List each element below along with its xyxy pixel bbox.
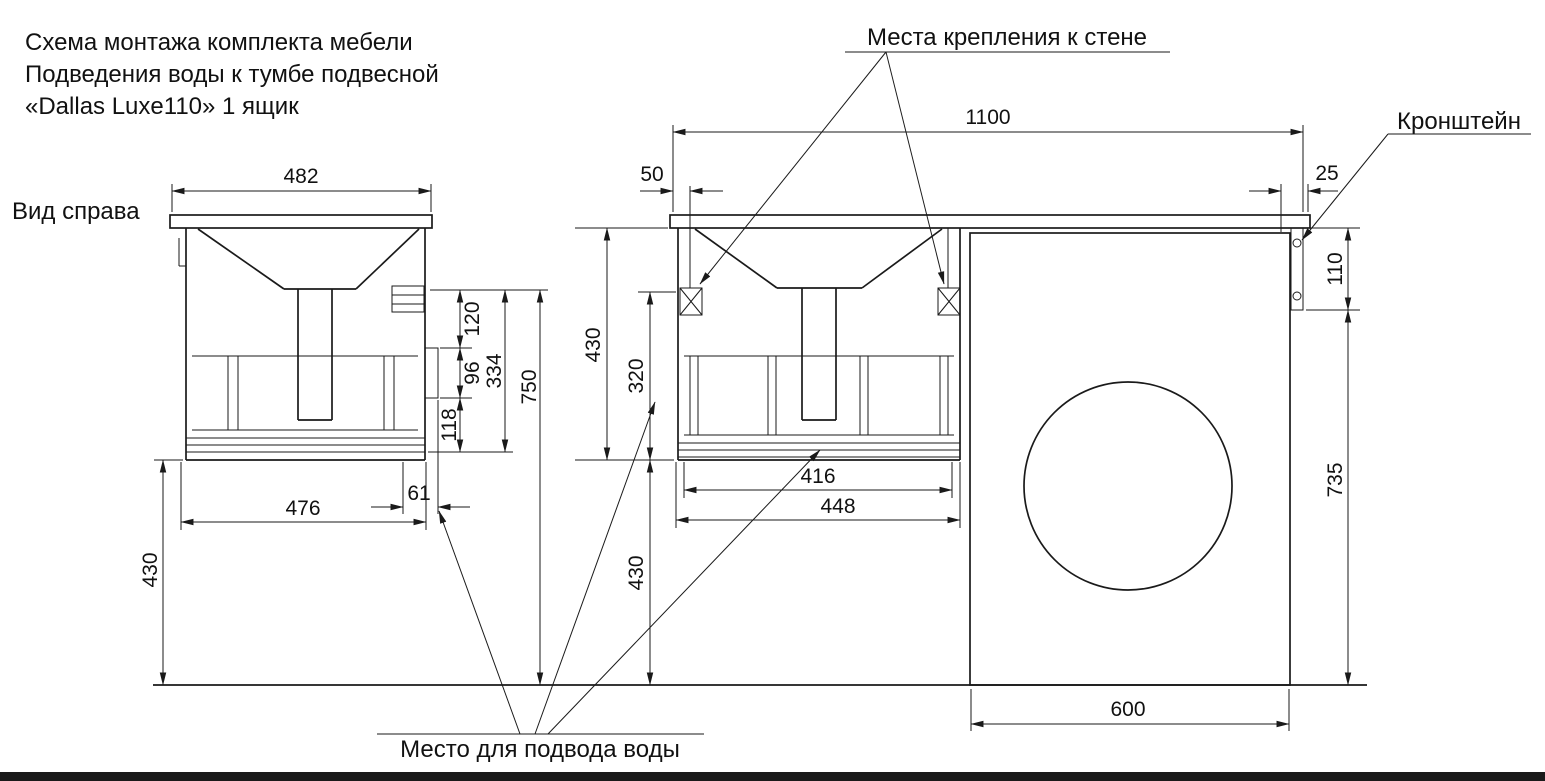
dim-110: 110 [1324,252,1347,285]
dim-96: 96 [461,361,484,384]
countertop-wall-bracket [1290,227,1304,311]
dim-735: 735 [1324,462,1347,497]
callout-wall-mounts: Места крепления к стене [699,24,1170,285]
side-drawer [186,355,425,453]
dim-482: 482 [283,165,318,188]
dim-750: 750 [518,369,541,404]
dim-600: 600 [1110,698,1145,721]
wall-mount-bracket-left [679,228,703,316]
dim-430-side: 430 [139,552,162,587]
dim-320: 320 [625,358,648,393]
side-view-drawing: Вид справа [12,198,439,461]
wall-mounts-label: Места крепления к стене [867,24,1147,51]
side-mounting-bracket [391,285,425,313]
side-cabinet [178,228,426,461]
dim-430-front-bottom: 430 [625,555,648,590]
front-drawer [678,355,960,458]
dim-416: 416 [800,465,835,488]
side-countertop [169,214,433,229]
front-drain-pipe [801,288,837,421]
water-supply-label: Место для подвода воды [400,736,680,763]
dim-50: 50 [640,163,663,186]
dim-120: 120 [461,301,484,336]
front-cabinet [677,228,961,461]
side-outlet-detail [424,347,439,399]
washer-drum-circle [1023,381,1233,591]
wall-mount-bracket-right [937,228,961,316]
bracket-label: Кронштейн [1397,108,1521,135]
dim-25: 25 [1315,162,1338,185]
dim-61: 61 [407,482,430,505]
title-line-2: Подведения воды к тумбе подвесной [25,61,439,88]
side-drain-pipe [297,289,333,421]
dim-1100: 1100 [965,106,1010,129]
dim-334: 334 [483,353,506,388]
title-line-3: «Dallas Luxe110» 1 ящик [25,93,299,120]
title-line-1: Схема монтажа комплекта мебели [25,29,413,56]
front-sink-basin [694,228,943,289]
side-view-label: Вид справа [12,198,140,225]
callout-water-supply: Место для подвода воды [377,401,821,763]
callout-bracket: Кронштейн [1301,108,1531,241]
bottom-border-bar [0,772,1545,781]
side-view-dimensions: 482 120 96 118 334 750 430 61 476 [139,165,548,686]
dim-430-front-top: 430 [582,327,605,362]
front-view-drawing [669,214,1311,686]
dim-118: 118 [438,408,461,441]
front-view-dimensions: 1100 50 25 110 735 430 320 430 [575,106,1360,731]
title-block: Схема монтажа комплекта мебели Подведени… [25,29,439,120]
front-countertop [669,214,1311,229]
washing-machine [969,232,1291,686]
dim-448: 448 [820,495,855,518]
dim-476: 476 [285,497,320,520]
side-sink-basin [197,228,420,290]
